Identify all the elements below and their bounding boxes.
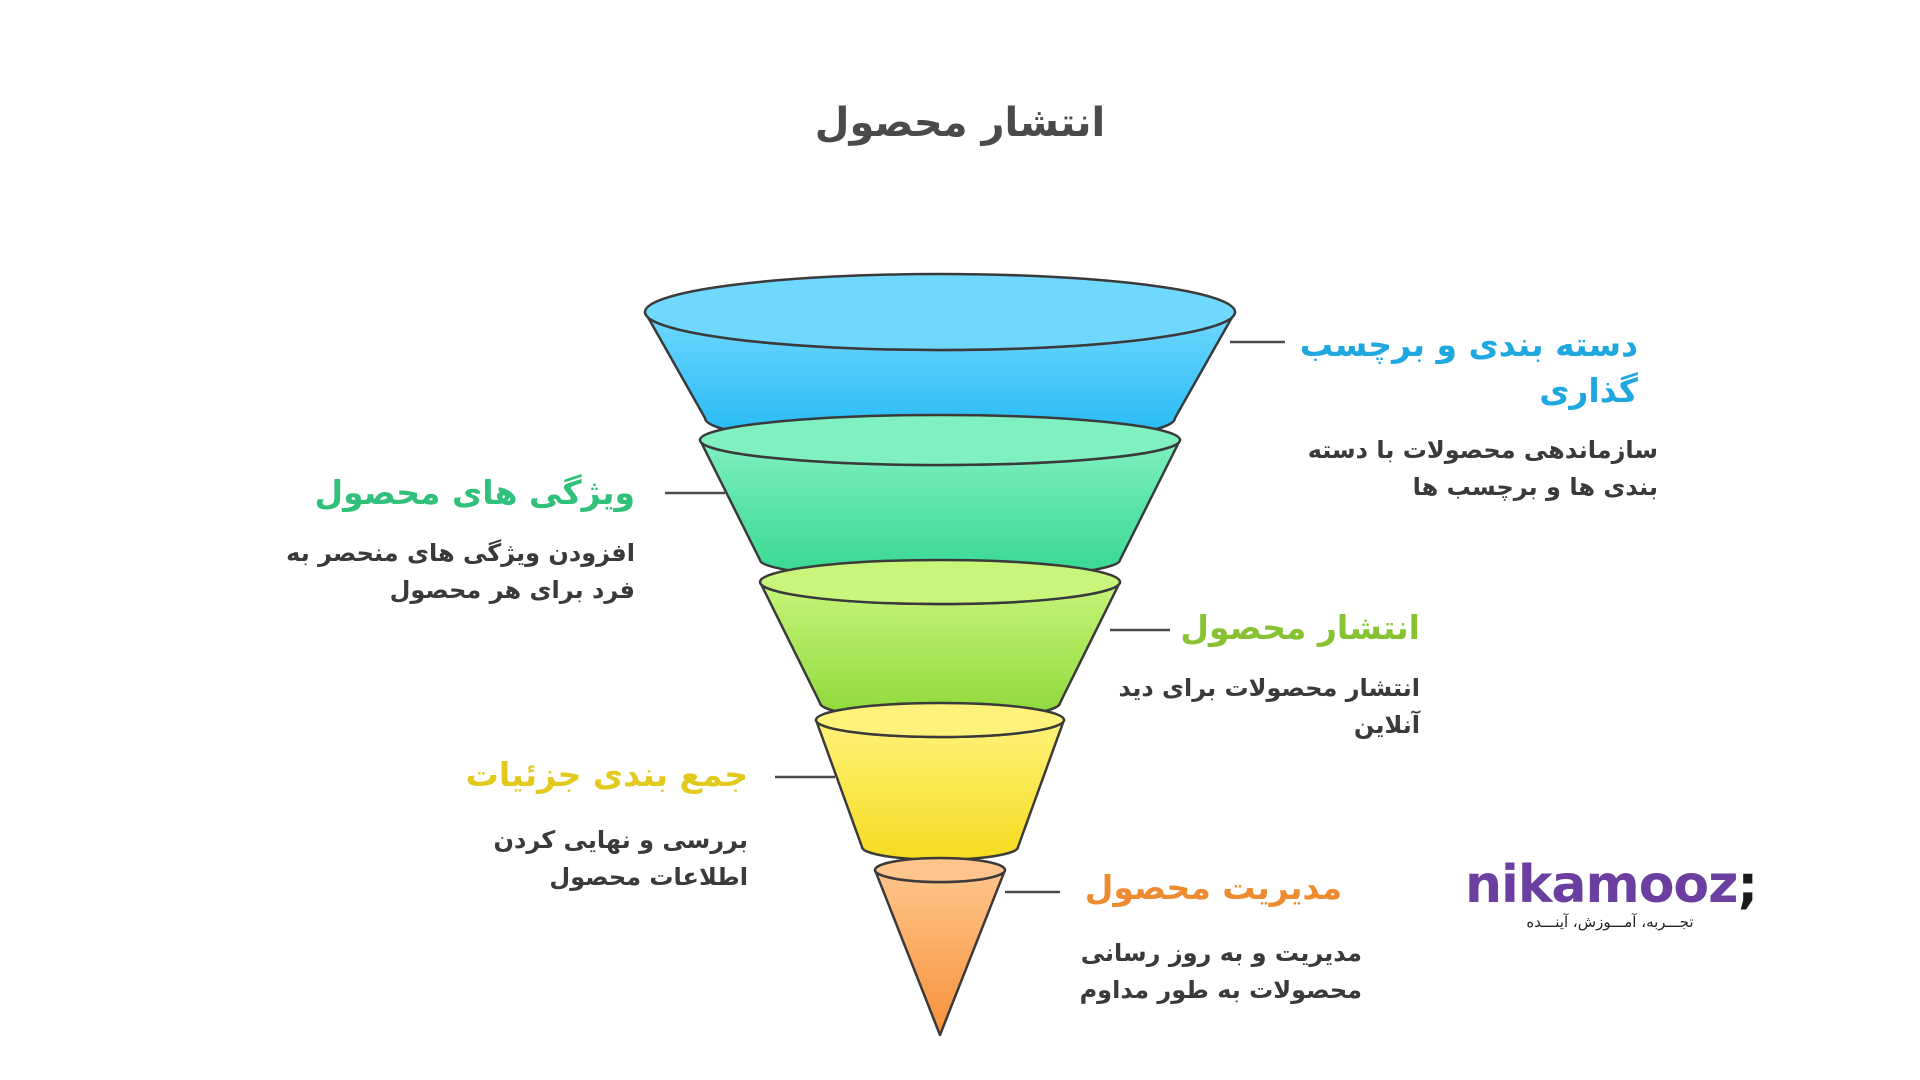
logo-wordmark: nikamooz; — [1465, 855, 1758, 915]
stage-label-categorize: دسته بندی و برچسب گذاری — [1299, 325, 1638, 410]
funnel-segment-5 — [873, 856, 1007, 1037]
logo-tagline: تجـــربه، آمـــوزش، آینـــده — [1526, 913, 1694, 931]
stage-label-features: ویژگی های محصول — [314, 473, 635, 512]
funnel-segment-1 — [643, 272, 1237, 448]
stage-desc-finalize: بررسی و نهایی کردن اطلاعات محصول — [493, 826, 748, 891]
funnel-segment-3 — [758, 558, 1122, 721]
funnel-segment-body — [814, 718, 1066, 861]
diagram-title: انتشار محصول — [814, 100, 1106, 146]
funnel-segment-top — [758, 558, 1122, 606]
stage-desc-manage: مدیریت و به روز رسانی محصولات به طور مدا… — [1079, 939, 1362, 1004]
stage-desc-features: افزودن ویژگی های منحصر به فرد برای هر مح… — [286, 539, 635, 604]
stage-desc-publish: انتشار محصولات برای دید آنلاین — [1118, 674, 1420, 739]
stage-desc-categorize: سازماندهی محصولات با دسته بندی ها و برچس… — [1307, 436, 1658, 501]
nikamooz-logo: nikamooz; تجـــربه، آمـــوزش، آینـــده — [1465, 855, 1765, 935]
funnel-segment-2 — [698, 413, 1182, 580]
stage-label-finalize: جمع بندی جزئیات — [465, 755, 748, 794]
funnel-segment-top — [873, 856, 1007, 884]
funnel-segment-top — [814, 701, 1066, 739]
connector-lines — [665, 340, 1285, 894]
stage-label-publish: انتشار محصول — [1180, 608, 1420, 647]
funnel-segments — [643, 272, 1237, 1037]
stage-label-manage: مدیریت محصول — [1084, 868, 1342, 907]
funnel-segment-body — [873, 868, 1007, 1037]
funnel-segment-4 — [814, 701, 1066, 861]
funnel-segment-top — [698, 413, 1182, 467]
funnel-segment-top — [643, 272, 1237, 352]
